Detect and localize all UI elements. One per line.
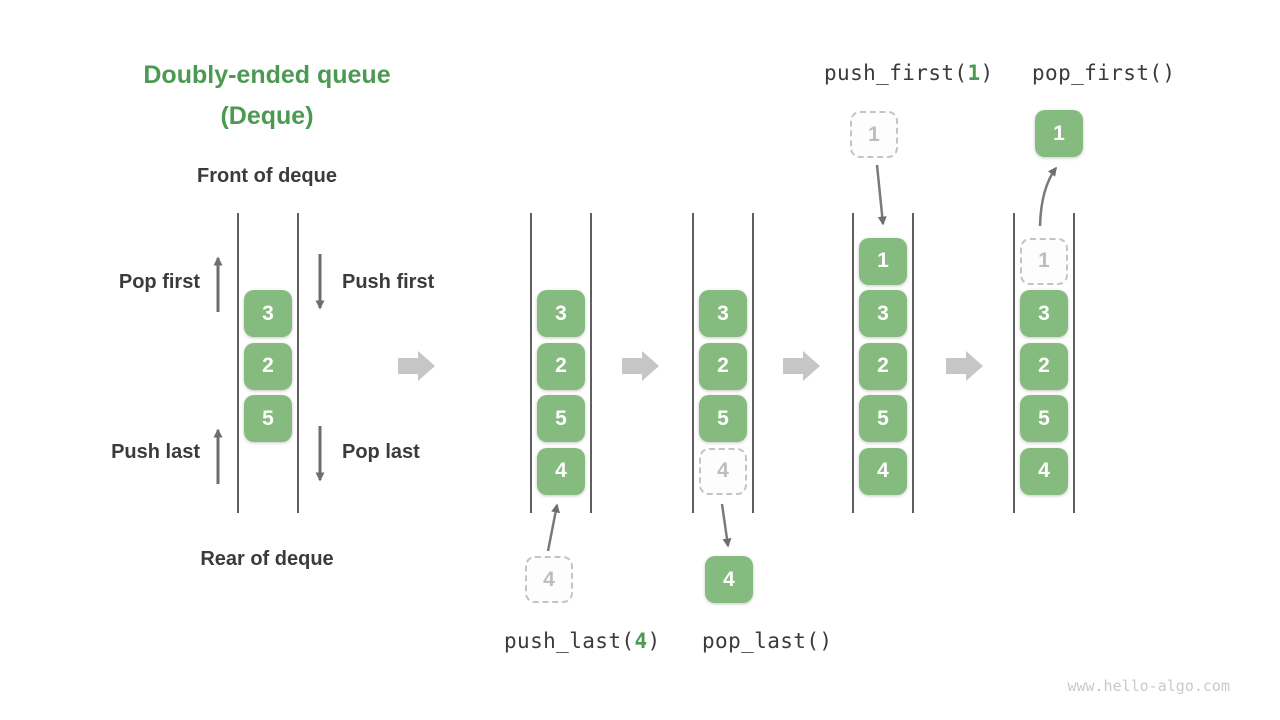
queue-cell: 3	[244, 290, 292, 337]
code-prefix: push_last(	[504, 629, 635, 653]
queue-after-push-last: 3 2 5 4	[530, 213, 592, 513]
queue-wall	[1073, 213, 1075, 513]
step-arrow-icon	[783, 351, 820, 381]
push-last-incoming-box: 4	[525, 556, 573, 603]
diagram-title: Doubly-ended queue (Deque)	[117, 55, 417, 137]
queue-cell: 3	[1020, 290, 1068, 337]
queue-cell: 4	[537, 447, 585, 495]
queue-during-pop-first: 1 3 2 5 4	[1013, 213, 1075, 513]
queue-wall	[237, 213, 239, 513]
queue-cells: 3 2 5 4	[537, 290, 585, 495]
pop-last-result-box: 4	[705, 556, 753, 603]
queue-cell: 4	[859, 447, 907, 495]
queue-during-pop-last: 3 2 5 4	[692, 213, 754, 513]
queue-wall	[590, 213, 592, 513]
queue-cell: 2	[537, 342, 585, 390]
diagram-title-line1: Doubly-ended queue	[143, 61, 391, 89]
queue-wall	[530, 213, 532, 513]
pop-last-label: Pop last	[342, 441, 420, 463]
code-prefix: push_first(	[824, 61, 968, 85]
queue-cell: 5	[244, 395, 292, 442]
push-last-code-label: push_last(4)	[504, 629, 661, 653]
queue-cell: 3	[859, 290, 907, 337]
queue-cell-ghost: 4	[699, 447, 747, 495]
step-arrow-icon	[946, 351, 983, 381]
queue-after-push-first: 1 3 2 5 4	[852, 213, 914, 513]
pop-first-label: Pop first	[118, 271, 200, 293]
queue-cell: 3	[699, 290, 747, 337]
watermark: www.hello-algo.com	[1067, 677, 1230, 695]
queue-cell: 4	[1020, 447, 1068, 495]
rear-of-deque-label: Rear of deque	[200, 548, 334, 570]
push-first-incoming-box: 1	[850, 111, 898, 158]
push-first-code-label: push_first(1)	[824, 61, 994, 85]
queue-wall	[297, 213, 299, 513]
queue-cells: 1 3 2 5 4	[1020, 237, 1068, 495]
queue-cell: 5	[537, 395, 585, 442]
pop-first-result-box: 1	[1035, 110, 1083, 157]
diagram-title-line2: (Deque)	[220, 102, 314, 130]
queue-wall	[852, 213, 854, 513]
queue-cell: 5	[699, 395, 747, 442]
step-arrow-icon	[622, 351, 659, 381]
queue-cell: 2	[1020, 342, 1068, 390]
queue-cells: 1 3 2 5 4	[859, 237, 907, 495]
code-suffix: )	[647, 629, 661, 653]
step-arrow-icon	[398, 351, 435, 381]
queue-wall	[912, 213, 914, 513]
queue-cell-ghost: 1	[1020, 237, 1068, 285]
queue-cell: 2	[699, 342, 747, 390]
queue-cell: 2	[244, 342, 292, 390]
queue-cell: 5	[1020, 395, 1068, 442]
queue-cell: 5	[859, 395, 907, 442]
pop-last-code-label: pop_last()	[702, 629, 833, 653]
queue-cell: 1	[859, 237, 907, 285]
pop-first-code-label: pop_first()	[1032, 61, 1176, 85]
queue-cell: 2	[859, 342, 907, 390]
code-arg: 4	[634, 629, 648, 653]
queue-wall	[692, 213, 694, 513]
push-last-label: Push last	[111, 441, 200, 463]
push-first-label: Push first	[342, 271, 435, 293]
code-suffix: )	[980, 61, 994, 85]
code-arg: 1	[967, 61, 981, 85]
queue-initial: 3 2 5	[237, 213, 299, 513]
queue-wall	[752, 213, 754, 513]
front-of-deque-label: Front of deque	[197, 165, 337, 187]
queue-cells: 3 2 5 4	[699, 290, 747, 495]
queue-cell: 3	[537, 290, 585, 337]
queue-wall	[1013, 213, 1015, 513]
queue-cells: 3 2 5	[244, 290, 292, 442]
